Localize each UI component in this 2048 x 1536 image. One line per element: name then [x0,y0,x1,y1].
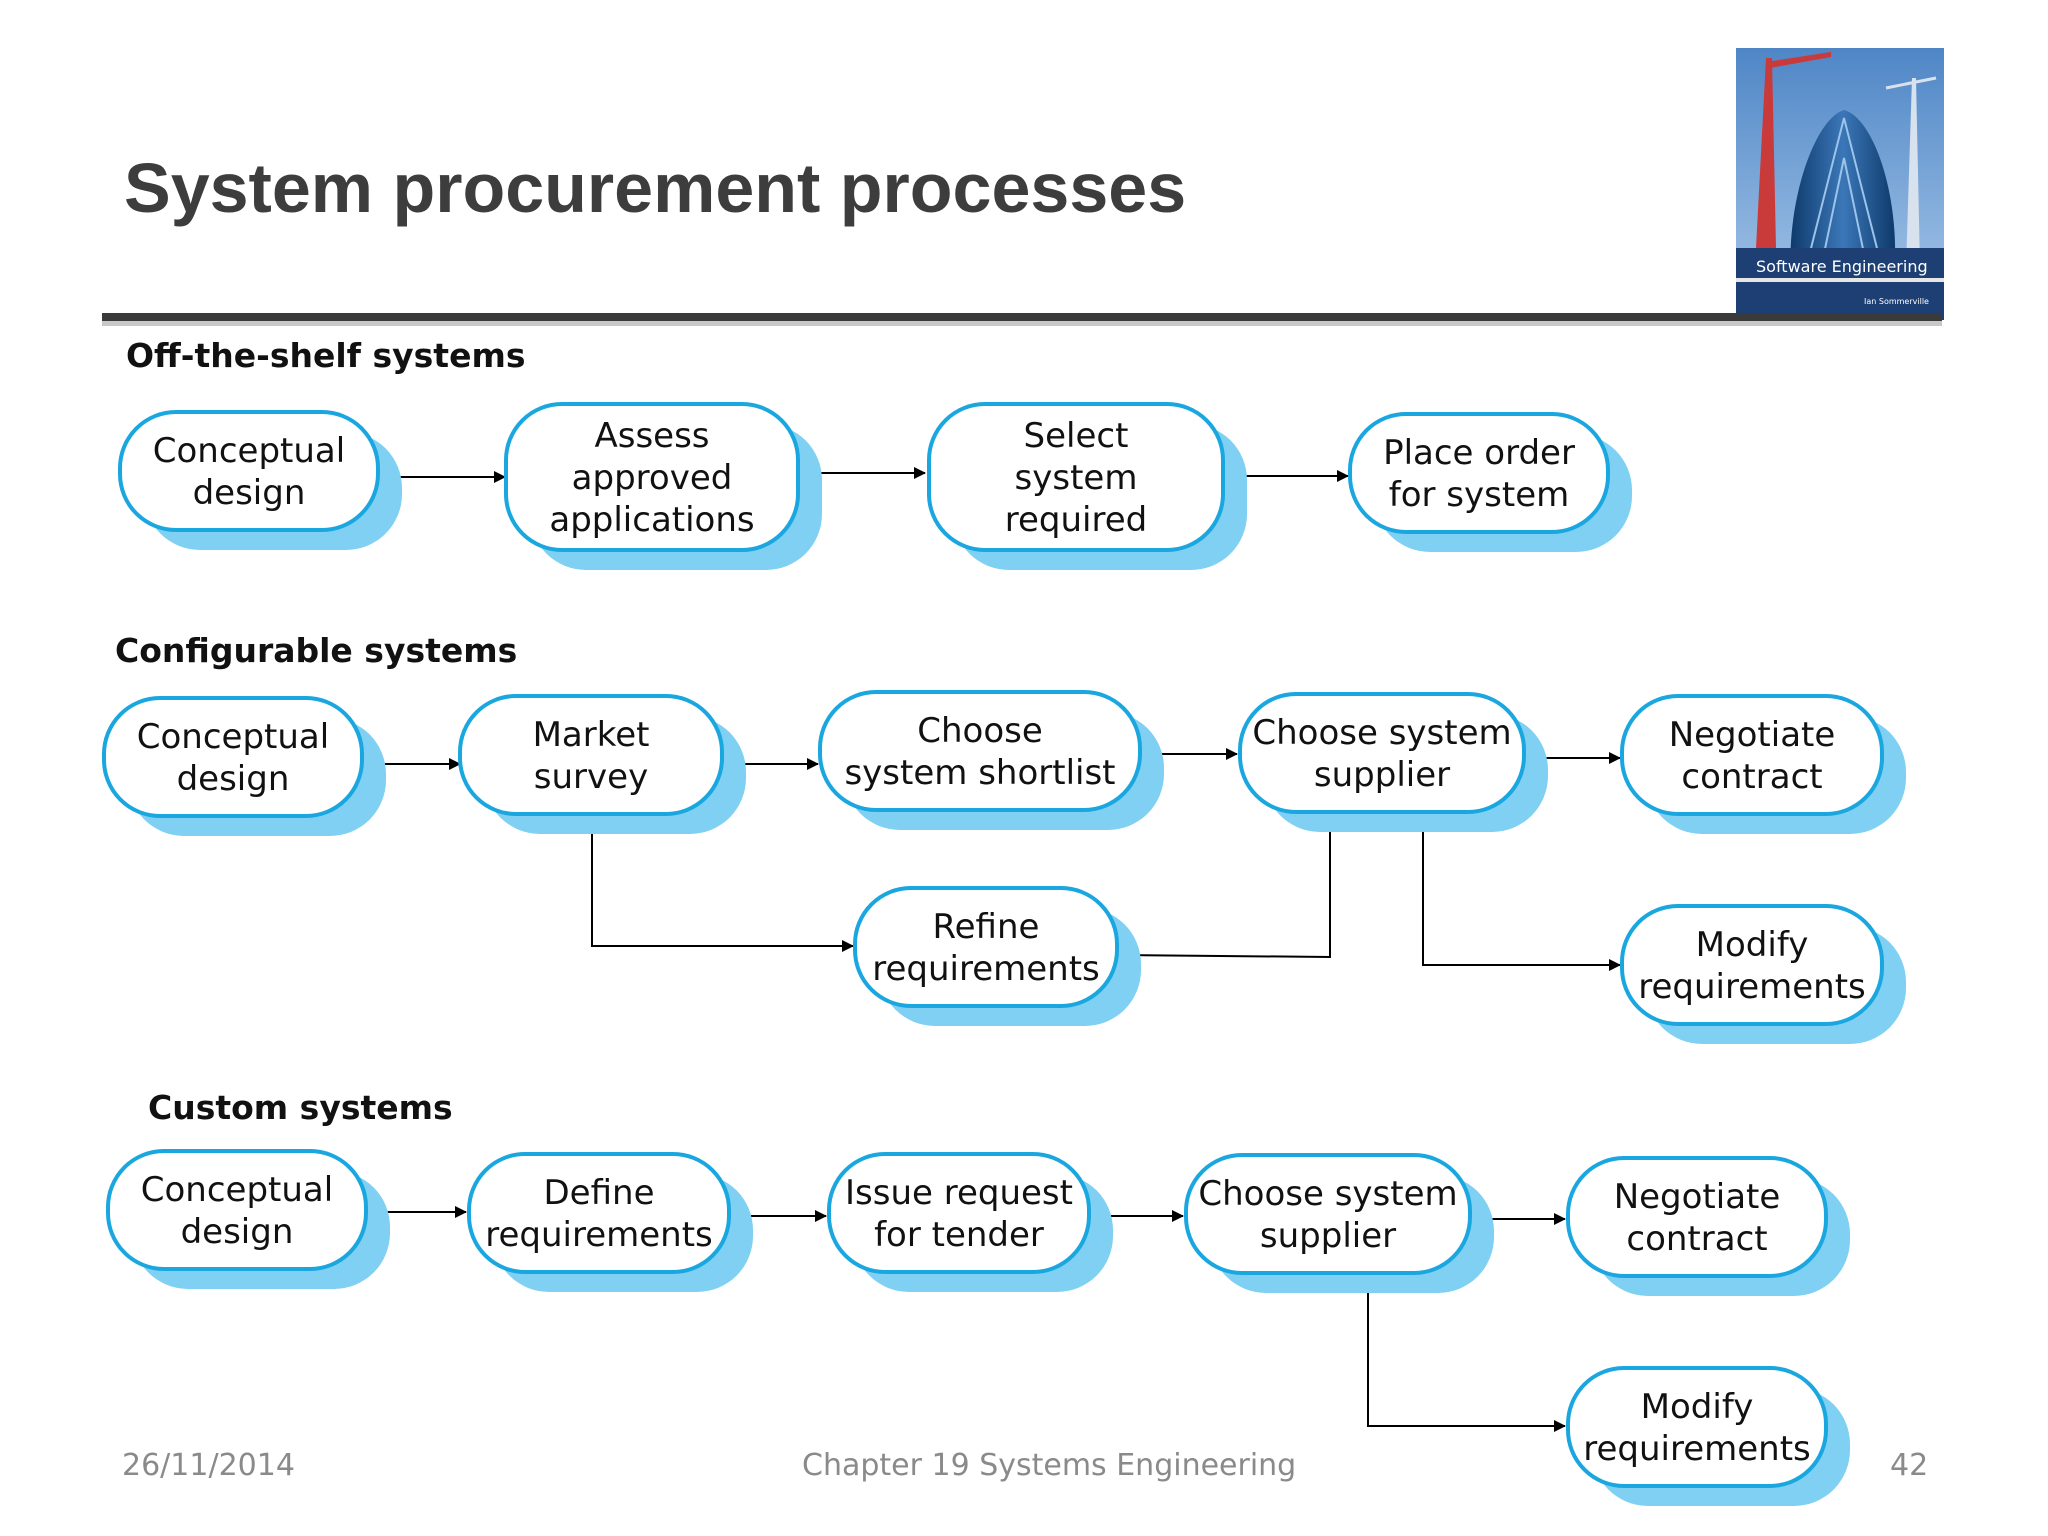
node-label-line: Select [1024,416,1129,456]
node-label-line: Conceptual [141,1170,333,1210]
node-label-line: Conceptual [137,717,329,757]
node-box [1620,694,1884,816]
node-label-line: Refine [933,907,1040,947]
node-label-line: Modify [1641,1387,1754,1427]
node-box [1566,1156,1828,1278]
arrow-configurable-7 [1422,812,1621,971]
node-label-line: contract [1681,757,1822,797]
node-box [102,696,364,818]
node-label-line: applications [549,500,754,540]
node-label-line: system shortlist [844,753,1115,793]
arrow-custom-5 [1367,1273,1566,1432]
node-box [458,694,724,816]
node-label-line: Conceptual [153,431,345,471]
node-label-line: requirements [485,1215,713,1255]
arrow-configurable-5 [591,814,854,952]
node-label-line: design [177,759,290,799]
section-title-off-the-shelf: Off-the-shelf systems [126,336,525,375]
node-box [827,1152,1091,1274]
node-box [927,402,1225,552]
title-rule [102,313,1942,321]
node-box [504,402,800,552]
title-rule-shadow [102,321,1942,326]
node-box [1566,1366,1828,1488]
node-label-line: Assess [594,416,709,456]
node-box [106,1149,368,1271]
node-label-line: requirements [872,949,1100,989]
node-box [818,690,1142,812]
node-label-line: design [193,473,306,513]
node-label-line: system [1015,458,1138,498]
slide-title: System procurement processes [124,149,1187,227]
node-label-line: Choose system [1252,713,1511,753]
node-label-line: Choose [917,711,1043,751]
book-author: Ian Sommerville [1864,297,1929,306]
node-box [1620,904,1884,1026]
node-label-line: supplier [1260,1216,1396,1256]
node-label-line: Market [533,715,650,755]
node-label-line: requirements [1583,1429,1811,1469]
node-label-line: for system [1389,475,1569,515]
footer-date: 26/11/2014 [122,1448,295,1483]
arrow-configurable-6 [1116,817,1336,959]
book-title: Software Engineering [1756,257,1928,276]
node-label-line: supplier [1314,755,1450,795]
book-cover-image: Software Engineering Ian Sommerville [1736,48,1944,320]
node-label-line: contract [1626,1219,1767,1259]
node-box [467,1152,731,1274]
node-box [1348,412,1610,534]
node-label-line: survey [534,757,648,797]
node-label-line: Define [544,1173,655,1213]
node-label-line: Negotiate [1669,715,1836,755]
section-title-configurable: Configurable systems [115,631,517,670]
node-label-line: approved [572,458,733,498]
node-label-line: requirements [1638,967,1866,1007]
node-label-line: for tender [874,1215,1044,1255]
node-box [1238,692,1526,814]
node-box [1184,1153,1472,1275]
node-label-line: Choose system [1198,1174,1457,1214]
node-label-line: Negotiate [1614,1177,1781,1217]
section-title-custom: Custom systems [148,1088,453,1127]
node-box [118,410,380,532]
process-nodes: ConceptualdesignAssessapprovedapplicatio… [102,402,1906,1506]
node-label-line: Modify [1696,925,1809,965]
node-box [853,886,1119,1008]
footer-chapter: Chapter 19 Systems Engineering [802,1448,1297,1483]
node-label-line: required [1005,500,1147,540]
node-label-line: design [181,1212,294,1252]
page-number: 42 [1890,1448,1929,1483]
node-label-line: Issue request [845,1173,1073,1213]
node-label-line: Place order [1383,433,1575,473]
